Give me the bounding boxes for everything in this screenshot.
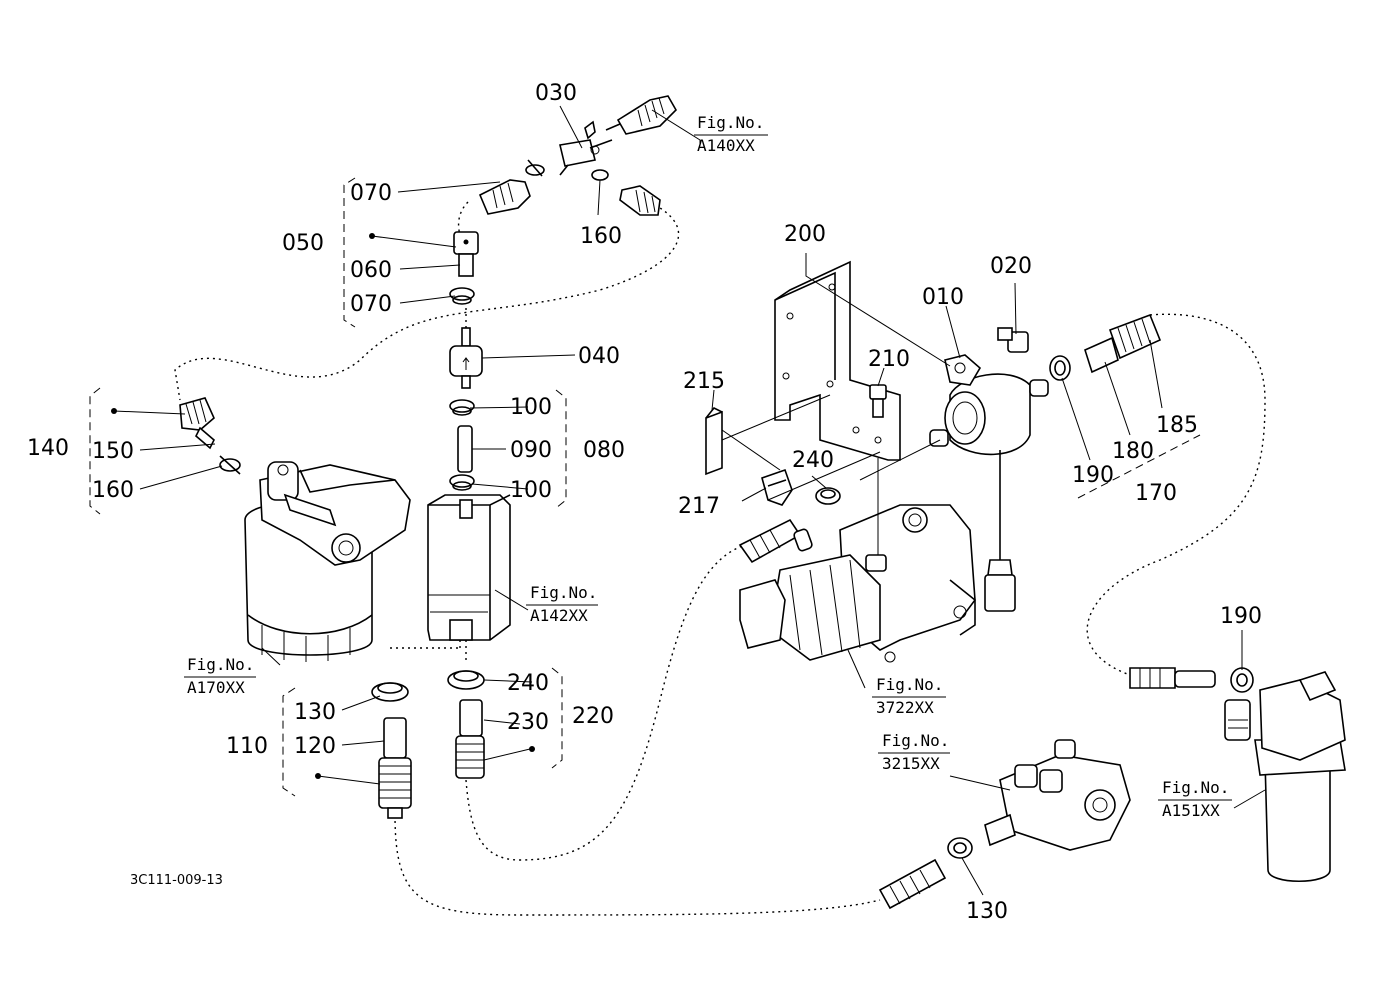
label-090: 090 bbox=[510, 438, 552, 463]
clip-left-070 bbox=[525, 159, 545, 177]
label-240-upper: 240 bbox=[792, 448, 834, 473]
label-020: 020 bbox=[990, 254, 1032, 279]
label-080: 080 bbox=[583, 438, 625, 463]
svg-text:Fig.No.: Fig.No. bbox=[530, 583, 597, 602]
label-050: 050 bbox=[282, 231, 324, 256]
clip-240-lower bbox=[447, 670, 485, 690]
hose-end-120 bbox=[378, 717, 412, 819]
hose-end-top-right bbox=[605, 95, 677, 135]
label-220: 220 bbox=[572, 704, 614, 729]
group-brackets bbox=[89, 177, 1201, 797]
clip-240-upper bbox=[815, 487, 841, 505]
label-120: 120 bbox=[294, 734, 336, 759]
label-100-lower: 100 bbox=[510, 478, 552, 503]
label-217: 217 bbox=[678, 494, 720, 519]
clip-100-upper bbox=[449, 399, 475, 416]
label-210: 210 bbox=[868, 347, 910, 372]
filter-a151 bbox=[1224, 671, 1346, 883]
label-130-left: 130 bbox=[294, 700, 336, 725]
clip-160-top bbox=[591, 169, 609, 181]
label-215: 215 bbox=[683, 369, 725, 394]
hose-routes bbox=[174, 201, 1266, 916]
pipe-090 bbox=[457, 425, 473, 473]
part-labels: 030 070 050 060 070 160 040 100 090 080 … bbox=[27, 81, 1262, 924]
svg-text:A151XX: A151XX bbox=[1162, 801, 1220, 820]
component-a142-block bbox=[427, 494, 511, 641]
clip-160-left bbox=[219, 455, 241, 475]
label-040: 040 bbox=[578, 344, 620, 369]
t-joint-030 bbox=[559, 139, 613, 176]
clip-130-left bbox=[371, 682, 409, 702]
clip-190-lower bbox=[1230, 667, 1254, 693]
label-160-top: 160 bbox=[580, 224, 622, 249]
label-200: 200 bbox=[784, 222, 826, 247]
svg-text:A140XX: A140XX bbox=[697, 136, 755, 155]
label-140: 140 bbox=[27, 436, 69, 461]
svg-text:Fig.No.: Fig.No. bbox=[882, 731, 949, 750]
clip-030 bbox=[584, 120, 596, 140]
label-185: 185 bbox=[1156, 413, 1198, 438]
label-160-left: 160 bbox=[92, 478, 134, 503]
fuel-filter-a170 bbox=[244, 461, 411, 662]
bracket-200 bbox=[774, 260, 901, 461]
label-130-bottom: 130 bbox=[966, 899, 1008, 924]
svg-text:Fig.No.: Fig.No. bbox=[697, 113, 764, 132]
clip-070-lower bbox=[449, 287, 475, 305]
figref-3215: Fig.No. 3215XX bbox=[878, 731, 950, 773]
hose-end-left-070 bbox=[478, 179, 531, 215]
hose-end-right-160 bbox=[619, 185, 661, 216]
leader-lines bbox=[113, 105, 1266, 896]
label-240-lower: 240 bbox=[507, 671, 549, 696]
hose-end-mid-left bbox=[738, 518, 813, 564]
hose-end-230 bbox=[455, 699, 485, 779]
component-3215 bbox=[984, 739, 1131, 851]
diagram-code: 3C111-009-13 bbox=[130, 873, 223, 888]
figref-a142: Fig.No. A142XX bbox=[526, 583, 598, 625]
clip-100-lower bbox=[449, 474, 475, 491]
label-030: 030 bbox=[535, 81, 577, 106]
label-070-lower: 070 bbox=[350, 292, 392, 317]
figref-a140: Fig.No. A140XX bbox=[694, 113, 768, 155]
svg-text:Fig.No.: Fig.No. bbox=[876, 675, 943, 694]
label-230: 230 bbox=[507, 710, 549, 735]
clip-130-bottom bbox=[947, 837, 973, 859]
hose-end-right-lower bbox=[1129, 667, 1216, 689]
label-170: 170 bbox=[1135, 481, 1177, 506]
filter-040 bbox=[449, 327, 483, 389]
bolt-210 bbox=[869, 384, 887, 418]
fuel-pump-010 bbox=[929, 354, 1049, 612]
figref-a170: Fig.No. A170XX bbox=[184, 655, 256, 697]
svg-text:A170XX: A170XX bbox=[187, 678, 245, 697]
svg-text:A142XX: A142XX bbox=[530, 606, 588, 625]
bolt-020 bbox=[997, 327, 1029, 353]
clamp-217 bbox=[761, 468, 793, 506]
label-100-upper: 100 bbox=[510, 395, 552, 420]
label-150: 150 bbox=[92, 439, 134, 464]
label-010: 010 bbox=[922, 285, 964, 310]
figref-3722: Fig.No. 3722XX bbox=[872, 675, 946, 717]
reference-dots bbox=[111, 233, 535, 779]
svg-text:Fig.No.: Fig.No. bbox=[1162, 778, 1229, 797]
label-180: 180 bbox=[1112, 439, 1154, 464]
hose-end-bottom bbox=[878, 858, 947, 910]
figref-a151: Fig.No. A151XX bbox=[1158, 778, 1232, 820]
clip-190-upper bbox=[1049, 355, 1071, 381]
connector-060 bbox=[453, 231, 479, 277]
svg-text:Fig.No.: Fig.No. bbox=[187, 655, 254, 674]
svg-text:3215XX: 3215XX bbox=[882, 754, 940, 773]
label-190-lower: 190 bbox=[1220, 604, 1262, 629]
svg-text:3722XX: 3722XX bbox=[876, 698, 934, 717]
label-190-upper: 190 bbox=[1072, 463, 1114, 488]
spacer-215 bbox=[705, 406, 723, 476]
hose-end-180-185 bbox=[1084, 313, 1162, 374]
injection-pump-3722 bbox=[739, 504, 976, 663]
label-060: 060 bbox=[350, 258, 392, 283]
label-110: 110 bbox=[226, 734, 268, 759]
label-070-upper: 070 bbox=[350, 181, 392, 206]
hose-end-150 bbox=[179, 397, 215, 450]
